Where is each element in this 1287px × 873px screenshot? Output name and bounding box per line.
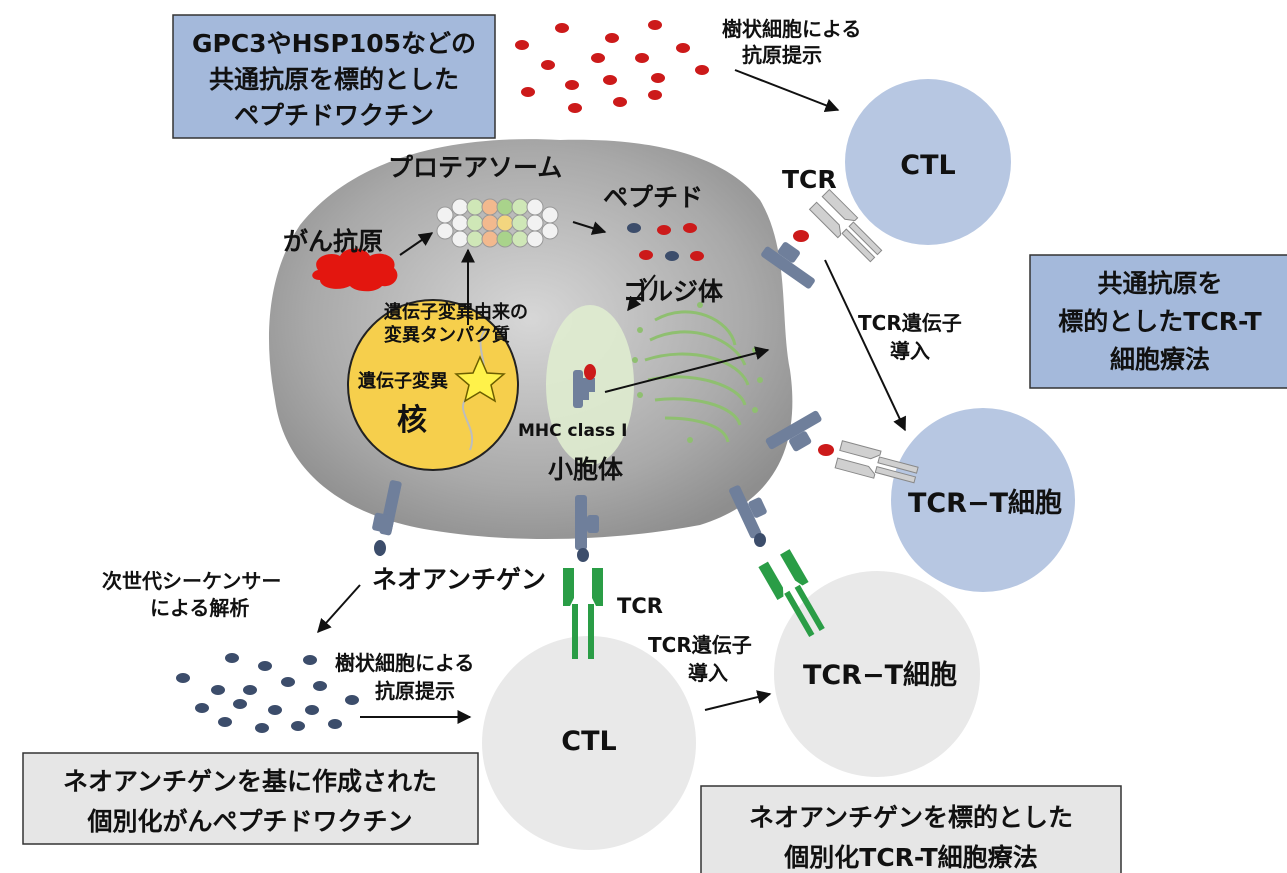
tumor-cell	[268, 139, 793, 540]
ctl-cell-bottom	[482, 636, 696, 850]
label-tcrt-bottom: TCR−T細胞	[803, 660, 957, 691]
mhc-tcr-complex-bottom	[563, 495, 603, 659]
arrow-antigen-proteasome	[399, 232, 434, 256]
label-ngs-1: 次世代シーケンサー	[102, 569, 281, 593]
label-neoantigen: ネオアンチゲン	[372, 565, 546, 594]
label-ctl-top: CTL	[900, 150, 955, 181]
label-dc-top-2: 抗原提示	[742, 43, 822, 67]
tcrt-cell-top	[891, 408, 1075, 592]
label-dc-top-1: 樹状細胞による	[722, 17, 861, 41]
ctl-cell-top	[845, 79, 1011, 245]
label-dc-bottom-2: 抗原提示	[375, 679, 455, 703]
label-ctl-bottom: CTL	[561, 726, 616, 757]
label-tcr-gene-top-2: 導入	[890, 339, 930, 363]
inner-peptides	[627, 223, 704, 261]
label-cancer-antigen: がん抗原	[283, 227, 383, 256]
arrow-proteasome-peptide	[572, 221, 607, 235]
label-tcr-gene-top-1: TCR遺伝子	[858, 311, 962, 335]
box-common-vaccine-line3: ペプチドワクチン	[234, 101, 434, 130]
box-neo-vaccine-line2: 個別化がんペプチドワクチン	[86, 807, 412, 836]
box-neo-vaccine-line1: ネオアンチゲンを基に作成された	[63, 767, 437, 796]
arrow-vesicle-golgi	[604, 346, 770, 393]
label-proteasome: プロテアソーム	[388, 153, 562, 182]
arrow-tcr-gene-top	[824, 259, 906, 432]
arrow-ngs	[317, 584, 361, 634]
mutation-star-icon	[454, 355, 506, 403]
label-vesicle: 小胞体	[548, 455, 624, 484]
label-peptide: ペプチド	[603, 183, 703, 212]
tcrt-cell-bottom	[774, 571, 980, 777]
label-tcr-top: TCR	[782, 165, 837, 194]
box-neo-tcr-line1: ネオアンチゲンを標的とした	[749, 803, 1073, 832]
box-common-tcr-line3: 細胞療法	[1110, 345, 1210, 374]
label-tcr-gene-bottom-1: TCR遺伝子	[648, 633, 752, 657]
box-neo-vaccine	[22, 752, 479, 845]
cancer-antigen-cloud	[312, 248, 398, 292]
label-mutant-protein-2: 変異タンパク質	[384, 324, 510, 346]
label-nucleus: 核	[397, 403, 427, 438]
label-mhc: MHC class I	[518, 421, 627, 441]
common-antigen-peptides	[515, 20, 709, 113]
label-tcr-bottom: TCR	[617, 594, 663, 618]
arrow-tcr-gene-bottom	[704, 690, 772, 711]
box-common-tcr	[1029, 254, 1287, 389]
box-common-vaccine-line2: 共通抗原を標的とした	[209, 65, 459, 94]
label-golgi: ゴルジ体	[623, 277, 724, 306]
arrow-dc-top	[734, 69, 840, 112]
mhc-tcr-complex-top	[761, 188, 883, 289]
golgi-apparatus	[644, 310, 750, 443]
label-ngs-2: による解析	[150, 596, 249, 620]
mhc-neoantigen-left	[372, 480, 402, 556]
box-common-vaccine	[172, 14, 496, 139]
proteasome	[436, 198, 559, 248]
label-tcrt-top: TCR−T細胞	[908, 488, 1062, 519]
label-mutation: 遺伝子変異	[358, 370, 448, 392]
neoantigen-peptides	[176, 653, 359, 733]
box-common-tcr-line2: 標的としたTCR-T	[1058, 307, 1261, 336]
arrow-peptide-vesicle	[627, 274, 656, 312]
label-mutant-protein-1: 遺伝子変異由来の	[384, 301, 528, 323]
mhc-tcr-complex-bottom-right	[729, 485, 825, 638]
box-common-vaccine-line1: GPC3やHSP105などの	[192, 29, 476, 58]
mhc-tcr-complex-middle	[765, 410, 919, 484]
box-neo-tcr-line2: 個別化TCR-T細胞療法	[783, 843, 1037, 872]
box-neo-tcr	[700, 785, 1122, 873]
nucleus	[347, 299, 519, 471]
mhc-in-vesicle	[573, 364, 596, 408]
label-tcr-gene-bottom-2: 導入	[688, 661, 728, 685]
label-dc-bottom-1: 樹状細胞による	[335, 651, 474, 675]
box-common-tcr-line1: 共通抗原を	[1097, 269, 1222, 298]
